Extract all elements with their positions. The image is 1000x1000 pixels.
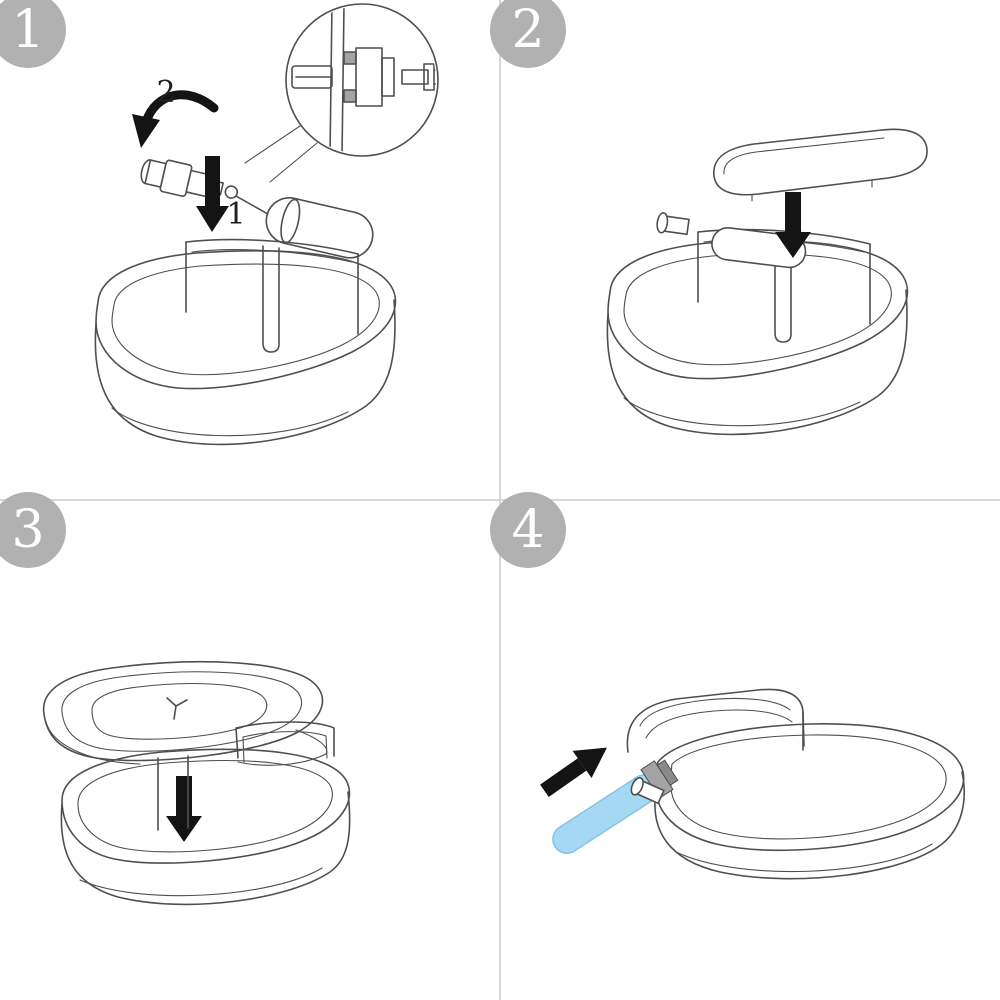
bowl-drawing <box>94 238 397 446</box>
step2-illustration <box>606 128 928 436</box>
rotate-arrow-icon <box>132 90 219 148</box>
bowl-drawing <box>626 688 965 880</box>
step-number-badge: 1 <box>0 0 66 68</box>
step1-illustration: 2 1 <box>94 3 439 446</box>
rotate-step-label: 2 <box>156 75 175 110</box>
step3-illustration <box>42 660 351 906</box>
insert-arrow-icon <box>196 156 229 232</box>
step4-illustration <box>540 688 965 880</box>
bowl-drawing <box>60 721 351 906</box>
magnifier-detail <box>244 3 439 183</box>
step-panel-2: 2 <box>490 0 1000 500</box>
insert-step-label: 1 <box>226 197 245 232</box>
float-valve-drawing <box>140 159 374 259</box>
step-number: 3 <box>11 500 45 560</box>
step-number: 1 <box>11 0 45 60</box>
horizontal-divider <box>0 499 1000 501</box>
valve-inlet-drawing <box>630 777 665 805</box>
leader-line <box>269 142 318 183</box>
cover-drawing <box>713 128 928 202</box>
step-number-badge: 3 <box>0 492 66 568</box>
leader-line <box>244 125 301 164</box>
connect-arrow-icon <box>540 747 607 797</box>
tray-drawing <box>42 660 328 766</box>
step-number: 2 <box>511 0 545 60</box>
down-arrow-icon <box>775 192 811 258</box>
bowl-drawing <box>606 228 909 436</box>
step-panel-3: 3 <box>0 492 500 1000</box>
step-number: 4 <box>511 500 545 560</box>
step-number-badge: 2 <box>490 0 566 68</box>
step-panel-4: 4 <box>490 492 1000 1000</box>
step-number-badge: 4 <box>490 492 566 568</box>
down-arrow-icon <box>166 776 202 842</box>
step-panel-1: 2 1 1 <box>0 0 500 500</box>
